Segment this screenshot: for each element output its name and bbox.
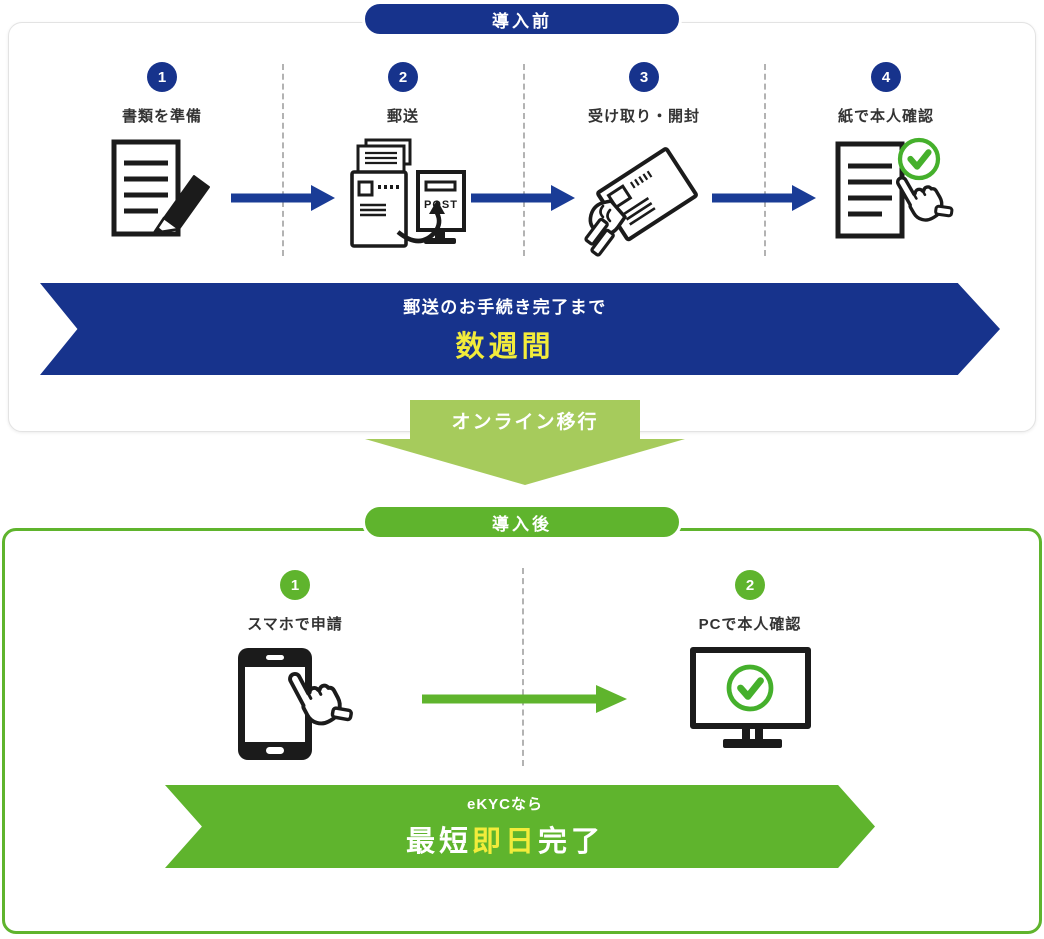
before-badge: 導入前 [362, 1, 682, 37]
mailbox-post-icon: POST [336, 138, 471, 248]
after-banner-caption: eKYCなら [466, 796, 543, 813]
step-number-badge: 2 [388, 62, 418, 92]
after-banner-duration: 最短即日完了 [406, 818, 604, 860]
step-label: スマホで申請 [247, 616, 343, 633]
smartphone-tap-icon [230, 646, 360, 762]
step-label: 受け取り・開封 [587, 108, 700, 125]
before-divider-2 [523, 64, 525, 256]
transition-label: オンライン移行 [451, 411, 599, 433]
before-step-1: 1 書類を準備 [42, 62, 282, 240]
transition-label-box: オンライン移行 [410, 400, 640, 440]
step-number-badge: 1 [280, 570, 310, 600]
before-banner-duration: 数週間 [455, 331, 555, 363]
hand-envelope-icon [582, 138, 707, 257]
step-number-badge: 4 [871, 62, 901, 92]
transition-down-arrow-icon [365, 439, 685, 485]
before-divider-1 [282, 64, 284, 256]
post-box-label: POST [424, 199, 458, 211]
after-badge: 導入後 [362, 504, 682, 540]
step-number-badge: 3 [629, 62, 659, 92]
flow-arrow-icon [712, 182, 816, 214]
after-banner-duration-part1: 最短 [405, 826, 472, 858]
step-label: 紙で本人確認 [837, 108, 934, 125]
after-step-1: 1 スマホで申請 [175, 570, 415, 762]
document-pencil-icon [106, 138, 218, 240]
flow-arrow-icon [422, 682, 627, 716]
step-number-badge: 2 [735, 570, 765, 600]
after-step-2: 2 PCで本人確認 [630, 570, 870, 750]
before-step-3: 3 受け取り・開封 [524, 62, 764, 257]
step-number-badge: 1 [147, 62, 177, 92]
after-banner-duration-highlight: 即日 [471, 826, 538, 858]
after-divider-1 [522, 568, 524, 766]
monitor-check-icon [683, 646, 818, 750]
step-label: 書類を準備 [121, 108, 202, 125]
flow-arrow-icon [231, 182, 335, 214]
document-check-hand-icon [824, 138, 957, 246]
flow-arrow-icon [471, 182, 575, 214]
step-label: 郵送 [386, 108, 419, 125]
before-divider-3 [764, 64, 766, 256]
before-banner-caption: 郵送のお手続き完了まで [403, 298, 607, 317]
after-duration-banner: eKYCなら 最短即日完了 [165, 785, 875, 868]
before-badge-label: 導入前 [492, 11, 552, 31]
before-duration-banner: 郵送のお手続き完了まで 数週間 [40, 283, 1000, 375]
before-step-4: 4 紙で本人確認 [766, 62, 1006, 246]
before-step-2: 2 郵送 POST [283, 62, 523, 248]
after-badge-label: 導入後 [492, 514, 552, 534]
step-label: PCで本人確認 [698, 616, 802, 633]
after-banner-duration-part2: 完了 [538, 826, 605, 858]
